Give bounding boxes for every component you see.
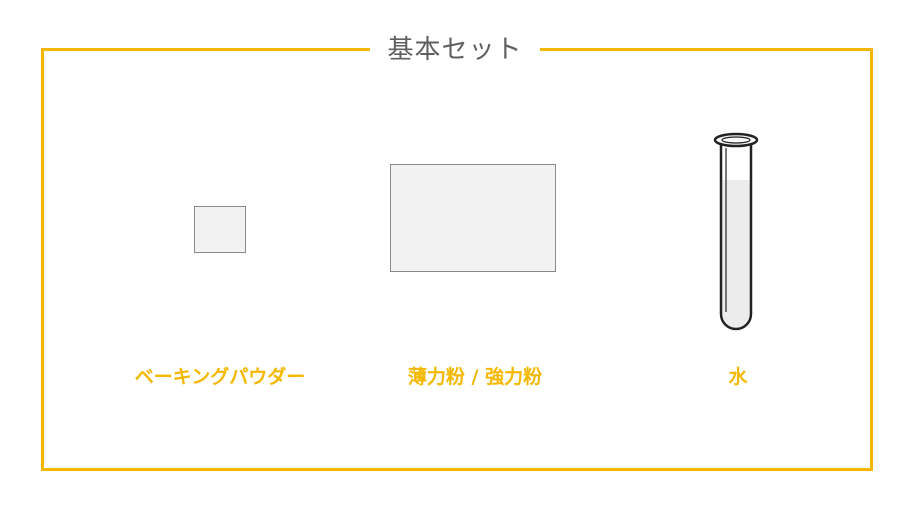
baking-powder-icon	[194, 206, 246, 253]
water-label: 水	[728, 366, 748, 388]
set-title: 基本セット	[370, 30, 540, 70]
flour-icon	[390, 164, 556, 272]
test-tube-icon	[713, 132, 759, 331]
baking-powder-label: ベーキングパウダー	[134, 366, 306, 388]
flour-label: 薄力粉 / 強力粉	[407, 366, 543, 388]
